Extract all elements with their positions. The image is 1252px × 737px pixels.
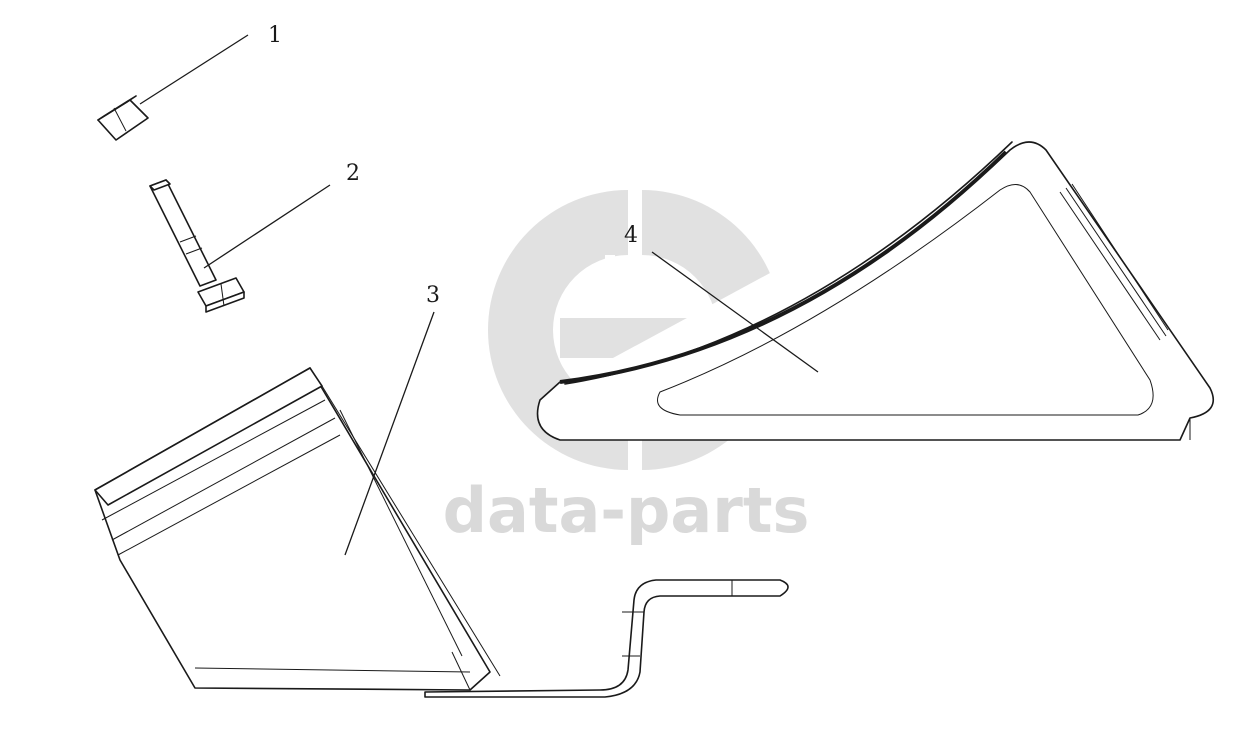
callout-number-4: 4: [624, 223, 638, 248]
housing-part: [94, 367, 789, 698]
leader-line-1: [139, 34, 249, 105]
callout-number-2: 2: [346, 161, 360, 186]
bolt-part: [149, 179, 245, 313]
leader-line-2: [203, 184, 331, 269]
nut-part: [97, 95, 149, 141]
callout-number-3: 3: [426, 283, 440, 308]
leader-line-3: [344, 311, 435, 556]
watermark-text: data-parts: [443, 474, 810, 547]
leader-lines: [139, 34, 819, 556]
leader-line-4: [651, 251, 819, 373]
bracket-part: [536, 141, 1215, 441]
callout-number-1: 1: [268, 23, 282, 48]
